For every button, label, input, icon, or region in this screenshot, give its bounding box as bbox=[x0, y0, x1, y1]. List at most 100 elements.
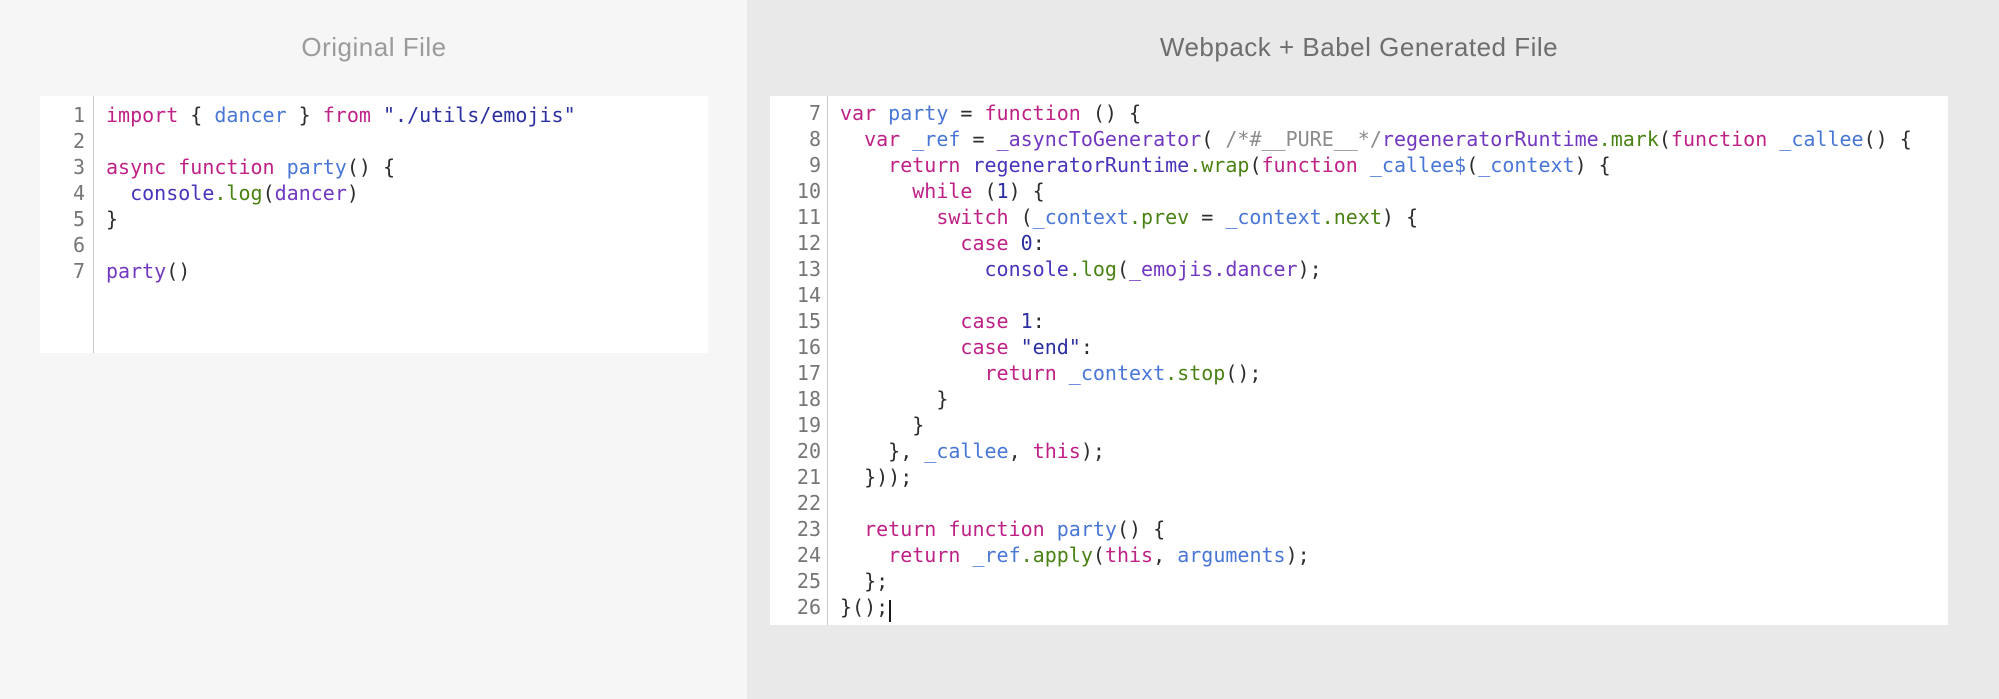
code-token-kw: async bbox=[106, 155, 179, 179]
line-number: 24 bbox=[796, 543, 821, 567]
code-token-pln: }(); bbox=[840, 595, 889, 619]
code-line-text bbox=[93, 128, 106, 154]
code-token-pln: = bbox=[948, 101, 985, 125]
code-line-text: case 0: bbox=[827, 230, 1045, 256]
line-number: 8 bbox=[808, 127, 821, 151]
code-token-id: party bbox=[888, 101, 949, 125]
line-number: 5 bbox=[72, 207, 85, 231]
line-number: 4 bbox=[72, 181, 85, 205]
code-token-id: _ref bbox=[972, 543, 1021, 567]
code-token-pln: } bbox=[840, 387, 949, 411]
code-line-text: return _context.stop(); bbox=[827, 360, 1262, 386]
code-token-pln: ( bbox=[984, 179, 997, 203]
code-token-pln bbox=[840, 153, 888, 177]
line-number: 25 bbox=[796, 569, 821, 593]
line-number: 16 bbox=[796, 335, 821, 359]
code-token-pln bbox=[840, 543, 888, 567]
code-line-text: } bbox=[93, 206, 118, 232]
code-token-id: party bbox=[286, 155, 347, 179]
code-token-pln: (); bbox=[1225, 361, 1262, 385]
code-line-text: console.log(dancer) bbox=[93, 180, 359, 206]
original-file-title: Original File bbox=[301, 32, 447, 62]
code-line: 8 var _ref = _asyncToGenerator( /*#__PUR… bbox=[770, 126, 1948, 152]
line-number: 21 bbox=[796, 465, 821, 489]
code-token-kw: import bbox=[106, 103, 191, 127]
code-token-id: dancer bbox=[214, 103, 287, 127]
code-line-text: case "end": bbox=[827, 334, 1092, 360]
code-token-pln bbox=[840, 257, 985, 281]
code-token-pln: : bbox=[1032, 231, 1045, 255]
code-token-prop: .mark bbox=[1598, 127, 1659, 151]
code-token-pln: ); bbox=[1297, 257, 1322, 281]
line-number: 7 bbox=[72, 259, 85, 283]
generated-file-title: Webpack + Babel Generated File bbox=[1159, 32, 1559, 62]
code-line: 5} bbox=[40, 206, 708, 232]
code-line: 26 }(); bbox=[770, 594, 1948, 622]
code-token-obj: regeneratorRuntime bbox=[972, 153, 1190, 177]
code-token-pln bbox=[840, 335, 960, 359]
code-token-prop: .next bbox=[1321, 205, 1382, 229]
code-token-kw: function bbox=[178, 155, 287, 179]
code-line: 21 })); bbox=[770, 464, 1948, 490]
code-token-pln: ); bbox=[1285, 543, 1310, 567]
code-line: 9 return regeneratorRuntime.wrap(functio… bbox=[770, 152, 1948, 178]
code-line-text: }; bbox=[827, 568, 888, 594]
line-number: 19 bbox=[796, 413, 821, 437]
line-number: 17 bbox=[796, 361, 821, 385]
code-token-kw: return bbox=[888, 543, 973, 567]
code-line-text: return _ref.apply(this, arguments); bbox=[827, 542, 1310, 568]
code-token-kw: while bbox=[912, 179, 985, 203]
code-token-prop: .apply bbox=[1020, 543, 1093, 567]
code-line: 20 }, _callee, this); bbox=[770, 438, 1948, 464]
code-token-pln: , bbox=[1008, 439, 1033, 463]
code-token-kw: return bbox=[864, 517, 949, 541]
code-token-pln: ( bbox=[1116, 257, 1130, 281]
code-token-id: _callee bbox=[1779, 127, 1864, 151]
line-number: 9 bbox=[808, 153, 821, 177]
code-line: 17 return _context.stop(); bbox=[770, 360, 1948, 386]
line-number: 18 bbox=[796, 387, 821, 411]
code-token-pln: ( bbox=[1658, 127, 1671, 151]
code-token-id: arguments bbox=[1177, 543, 1286, 567]
code-line: 18 } bbox=[770, 386, 1948, 412]
code-line: 22 bbox=[770, 490, 1948, 516]
code-token-id: _context bbox=[1068, 361, 1166, 385]
code-token-pln: () { bbox=[1116, 517, 1166, 541]
line-number: 15 bbox=[796, 309, 821, 333]
code-token-kw: var bbox=[864, 127, 913, 151]
code-token-lit: 0 bbox=[1020, 231, 1033, 255]
code-token-pln: ( bbox=[1249, 153, 1262, 177]
line-number: 26 bbox=[796, 595, 821, 619]
line-number: 10 bbox=[796, 179, 821, 203]
code-token-pln: ( bbox=[262, 181, 275, 205]
code-line: 14 bbox=[770, 282, 1948, 308]
code-token-pln: ) { bbox=[1008, 179, 1045, 203]
code-token-obj: console bbox=[130, 181, 215, 205]
code-token-fn: party bbox=[106, 259, 167, 283]
code-token-pln: ( bbox=[1092, 543, 1105, 567]
code-line: 10 while (1) { bbox=[770, 178, 1948, 204]
code-token-pln: () { bbox=[346, 155, 396, 179]
code-token-prop: .stop bbox=[1165, 361, 1226, 385]
line-number: 6 bbox=[72, 233, 85, 257]
code-token-cmt: /*#__PURE__*/ bbox=[1225, 127, 1382, 151]
code-line-text: party() bbox=[93, 258, 190, 284]
code-line-text: console.log(_emojis.dancer); bbox=[827, 256, 1322, 282]
code-token-id: party bbox=[1056, 517, 1117, 541]
code-token-kw: case bbox=[960, 231, 1021, 255]
code-token-pln bbox=[840, 231, 960, 255]
code-line: 13 console.log(_emojis.dancer); bbox=[770, 256, 1948, 282]
code-line: 11 switch (_context.prev = _context.next… bbox=[770, 204, 1948, 230]
code-line-text: async function party() { bbox=[93, 154, 395, 180]
code-line-text: }, _callee, this); bbox=[827, 438, 1105, 464]
code-token-id: _context bbox=[1478, 153, 1575, 177]
code-token-kw: return bbox=[984, 361, 1069, 385]
code-line: 6 bbox=[40, 232, 708, 258]
code-token-kw: function bbox=[1670, 127, 1780, 151]
code-token-kw: from bbox=[322, 103, 383, 127]
code-token-id: _context bbox=[1225, 205, 1322, 229]
code-token-pln bbox=[840, 205, 936, 229]
